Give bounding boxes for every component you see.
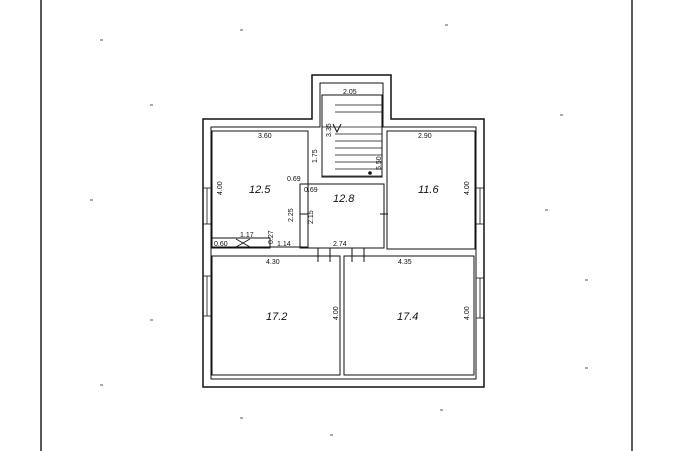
- dimension-label: 4.00: [464, 306, 471, 320]
- room-area-label: 12.8: [333, 193, 355, 205]
- dimension-label: 3.60: [258, 133, 272, 140]
- dimension-label: 4.00: [217, 181, 224, 195]
- dimension-label: 4.00: [464, 181, 471, 195]
- stair-point-marker: [368, 171, 372, 175]
- door-marks: [300, 148, 388, 262]
- windows: [202, 187, 485, 319]
- stair-steps: [322, 104, 382, 177]
- dimension-label: 0.69: [304, 187, 318, 194]
- room-area-label: 11.6: [418, 184, 439, 196]
- interior-walls: [211, 94, 476, 376]
- dimension-label: 2.74: [333, 241, 347, 248]
- dimension-label: 4.35: [398, 259, 412, 266]
- dimension-label: 0.60: [214, 241, 228, 248]
- dimension-label: 2.05: [343, 89, 357, 96]
- room-area-label: 12.5: [249, 184, 271, 196]
- dimension-label: 1.75: [312, 149, 319, 163]
- closet-cross: [235, 238, 251, 248]
- dimension-label: 1.17: [240, 232, 254, 239]
- dimension-label: 2.90: [418, 133, 432, 140]
- dimension-label: 0.69: [287, 176, 301, 183]
- room-area-label: 17.4: [397, 311, 418, 323]
- stair-arrow-icon: [332, 123, 342, 134]
- dimension-label: 3.35: [326, 123, 333, 137]
- room-area-label: 17.2: [266, 311, 287, 323]
- outer-wall-inner: [210, 82, 477, 380]
- dimension-label: 2.15: [308, 210, 315, 224]
- dimension-label: 1.14: [277, 241, 291, 248]
- dimension-label: 4.00: [333, 306, 340, 320]
- dimension-label: 5.50: [376, 156, 383, 170]
- dimension-label: 4.30: [266, 259, 280, 266]
- margin-ticks: [90, 24, 588, 436]
- dimension-label: 0.27: [268, 230, 275, 244]
- outer-wall: [202, 74, 485, 388]
- dimension-label: 2.25: [288, 208, 295, 222]
